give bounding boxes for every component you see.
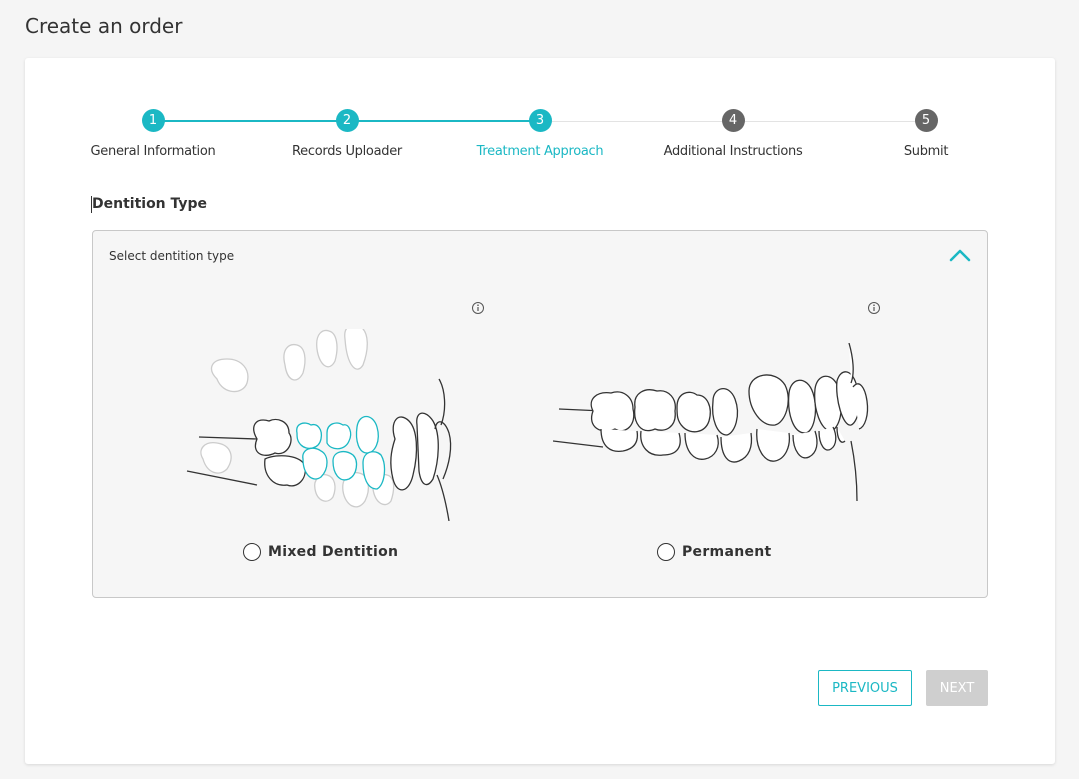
step-label: Treatment Approach: [476, 144, 604, 159]
step-additional-instructions[interactable]: 4 Additional Instructions: [653, 109, 813, 159]
page-title: Create an order: [25, 14, 183, 38]
step-connector-3-4: [540, 121, 733, 122]
order-card: 1 General Information 2 Records Uploader…: [25, 58, 1055, 764]
radio-button[interactable]: [657, 543, 675, 561]
section-label-dentition-type: Dentition Type: [90, 196, 208, 213]
step-label: Submit: [903, 144, 949, 159]
permanent-dentition-illustration[interactable]: [553, 343, 873, 508]
step-submit[interactable]: 5 Submit: [846, 109, 1006, 159]
dentition-type-panel: Select dentition type: [92, 230, 988, 598]
info-icon[interactable]: [867, 301, 881, 315]
mixed-dentition-illustration[interactable]: [177, 329, 457, 521]
step-connector-4-5: [733, 121, 926, 122]
radio-label: Mixed Dentition: [268, 544, 399, 560]
step-label: Additional Instructions: [663, 144, 803, 159]
step-general-information[interactable]: 1 General Information: [73, 109, 233, 159]
step-connector-1-2: [153, 120, 346, 122]
step-connector-2-3: [347, 120, 539, 122]
step-treatment-approach[interactable]: 3 Treatment Approach: [460, 109, 620, 159]
step-label: General Information: [90, 144, 216, 159]
info-icon[interactable]: [471, 301, 485, 315]
previous-button[interactable]: PREVIOUS: [818, 670, 912, 706]
step-number-3: 3: [528, 109, 552, 132]
chevron-up-icon[interactable]: [947, 245, 973, 267]
step-number-1: 1: [141, 109, 165, 132]
radio-mixed-dentition[interactable]: Mixed Dentition: [243, 543, 398, 561]
next-button[interactable]: NEXT: [926, 670, 988, 706]
panel-title: Select dentition type: [109, 249, 235, 263]
step-number-5: 5: [914, 109, 938, 132]
step-label: Records Uploader: [292, 144, 402, 159]
radio-permanent[interactable]: Permanent: [657, 543, 772, 561]
stepper: 1 General Information 2 Records Uploader…: [25, 58, 1055, 178]
step-number-2: 2: [335, 109, 359, 132]
step-number-4: 4: [721, 109, 745, 132]
step-records-uploader[interactable]: 2 Records Uploader: [267, 109, 427, 159]
radio-label: Permanent: [682, 544, 772, 560]
radio-button[interactable]: [243, 543, 261, 561]
